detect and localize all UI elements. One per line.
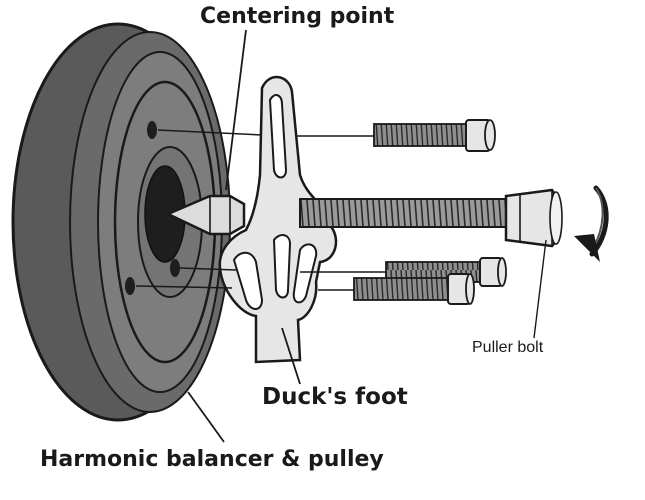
harmonic-balancer-label: Harmonic balancer & pulley bbox=[40, 447, 384, 472]
rotation-arrow bbox=[574, 185, 609, 262]
ducks-foot-leader bbox=[281, 327, 301, 385]
centering-point bbox=[164, 194, 246, 236]
harmonic-balancer-leader bbox=[187, 391, 225, 443]
attachment-bolt-lower-2 bbox=[135, 273, 475, 305]
attachment-bolt-top bbox=[157, 119, 496, 152]
puller-bolt-leader bbox=[533, 239, 547, 339]
leader-lines bbox=[187, 29, 547, 443]
puller-bolt-label: Puller bolt bbox=[472, 339, 544, 356]
centering-point-leader bbox=[225, 29, 247, 191]
ducks-foot bbox=[218, 75, 338, 364]
puller-bolt bbox=[299, 188, 563, 248]
ducks-foot-label: Duck's foot bbox=[262, 384, 408, 410]
centering-point-label: Centering point bbox=[200, 4, 395, 29]
